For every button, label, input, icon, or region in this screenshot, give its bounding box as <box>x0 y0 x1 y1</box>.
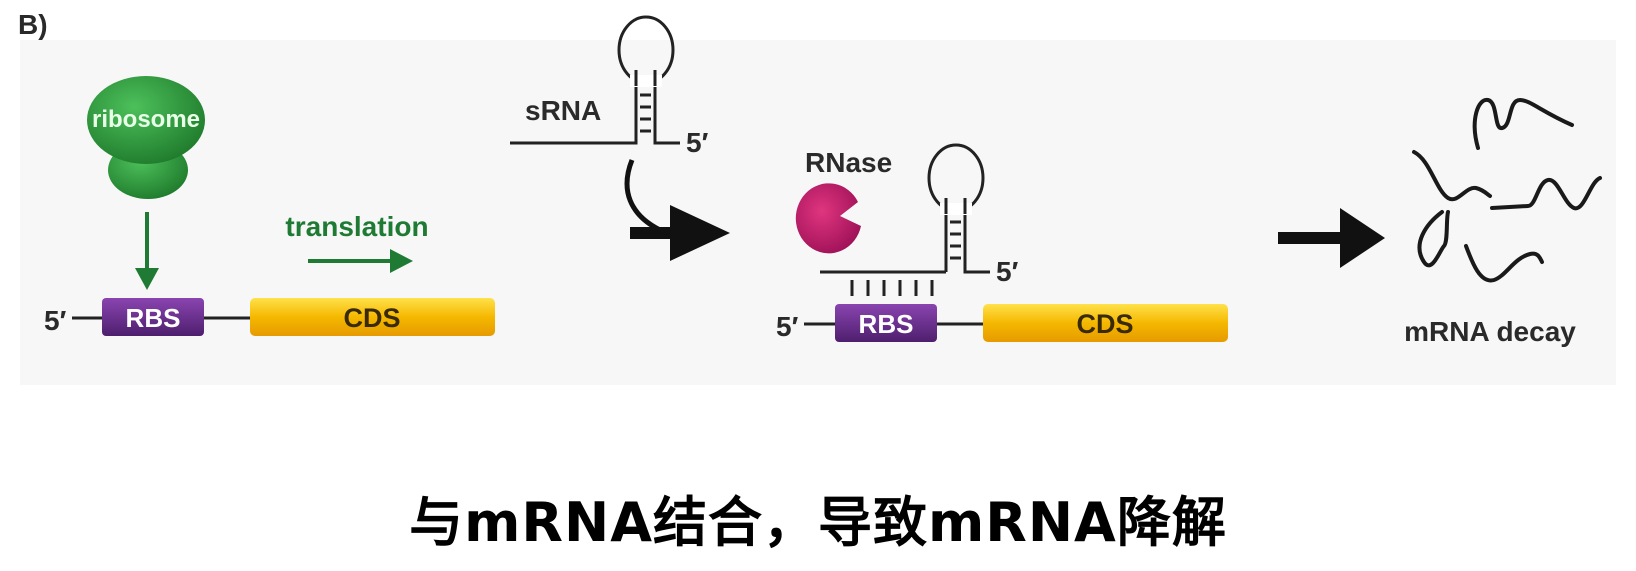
srna-five-prime: 5′ <box>686 127 709 158</box>
left-cds-box <box>250 298 495 336</box>
middle-mrna-five-prime: 5′ <box>776 311 799 342</box>
bound-srna-five-prime: 5′ <box>996 256 1019 287</box>
mrna-decay-label: mRNA decay <box>1404 316 1576 347</box>
ribosome-icon <box>87 76 205 199</box>
panel-label: B) <box>18 9 48 40</box>
right-arrow-icon <box>1278 208 1385 268</box>
left-mrna-five-prime: 5′ <box>44 305 67 336</box>
base-pairing-lines <box>850 280 934 296</box>
middle-rbs-box <box>835 304 937 342</box>
middle-cds-box <box>983 304 1228 342</box>
rnase-icon <box>795 183 861 254</box>
srna-hairpin <box>510 15 680 145</box>
translation-arrow-icon <box>308 249 413 273</box>
left-rbs-label: RBS <box>126 303 181 333</box>
middle-rbs-label: RBS <box>859 309 914 339</box>
srna-label: sRNA <box>525 95 601 126</box>
ribosome-down-arrow-icon <box>135 212 159 290</box>
middle-cds-label: CDS <box>1076 309 1133 339</box>
mrna-fragments-icon <box>1412 97 1602 283</box>
rnase-label: RNase <box>805 147 892 178</box>
left-rbs-box <box>102 298 204 336</box>
curved-arrow-icon <box>624 159 730 261</box>
srna-mechanism-diagram: B) ribosome translation 5′ RBS CDS sRNA … <box>18 9 1602 347</box>
left-cds-label: CDS <box>343 303 400 333</box>
caption: 与mRNA结合，导致mRNA降解 <box>409 491 1227 554</box>
ribosome-label: ribosome <box>92 106 200 133</box>
translation-label: translation <box>285 211 428 242</box>
